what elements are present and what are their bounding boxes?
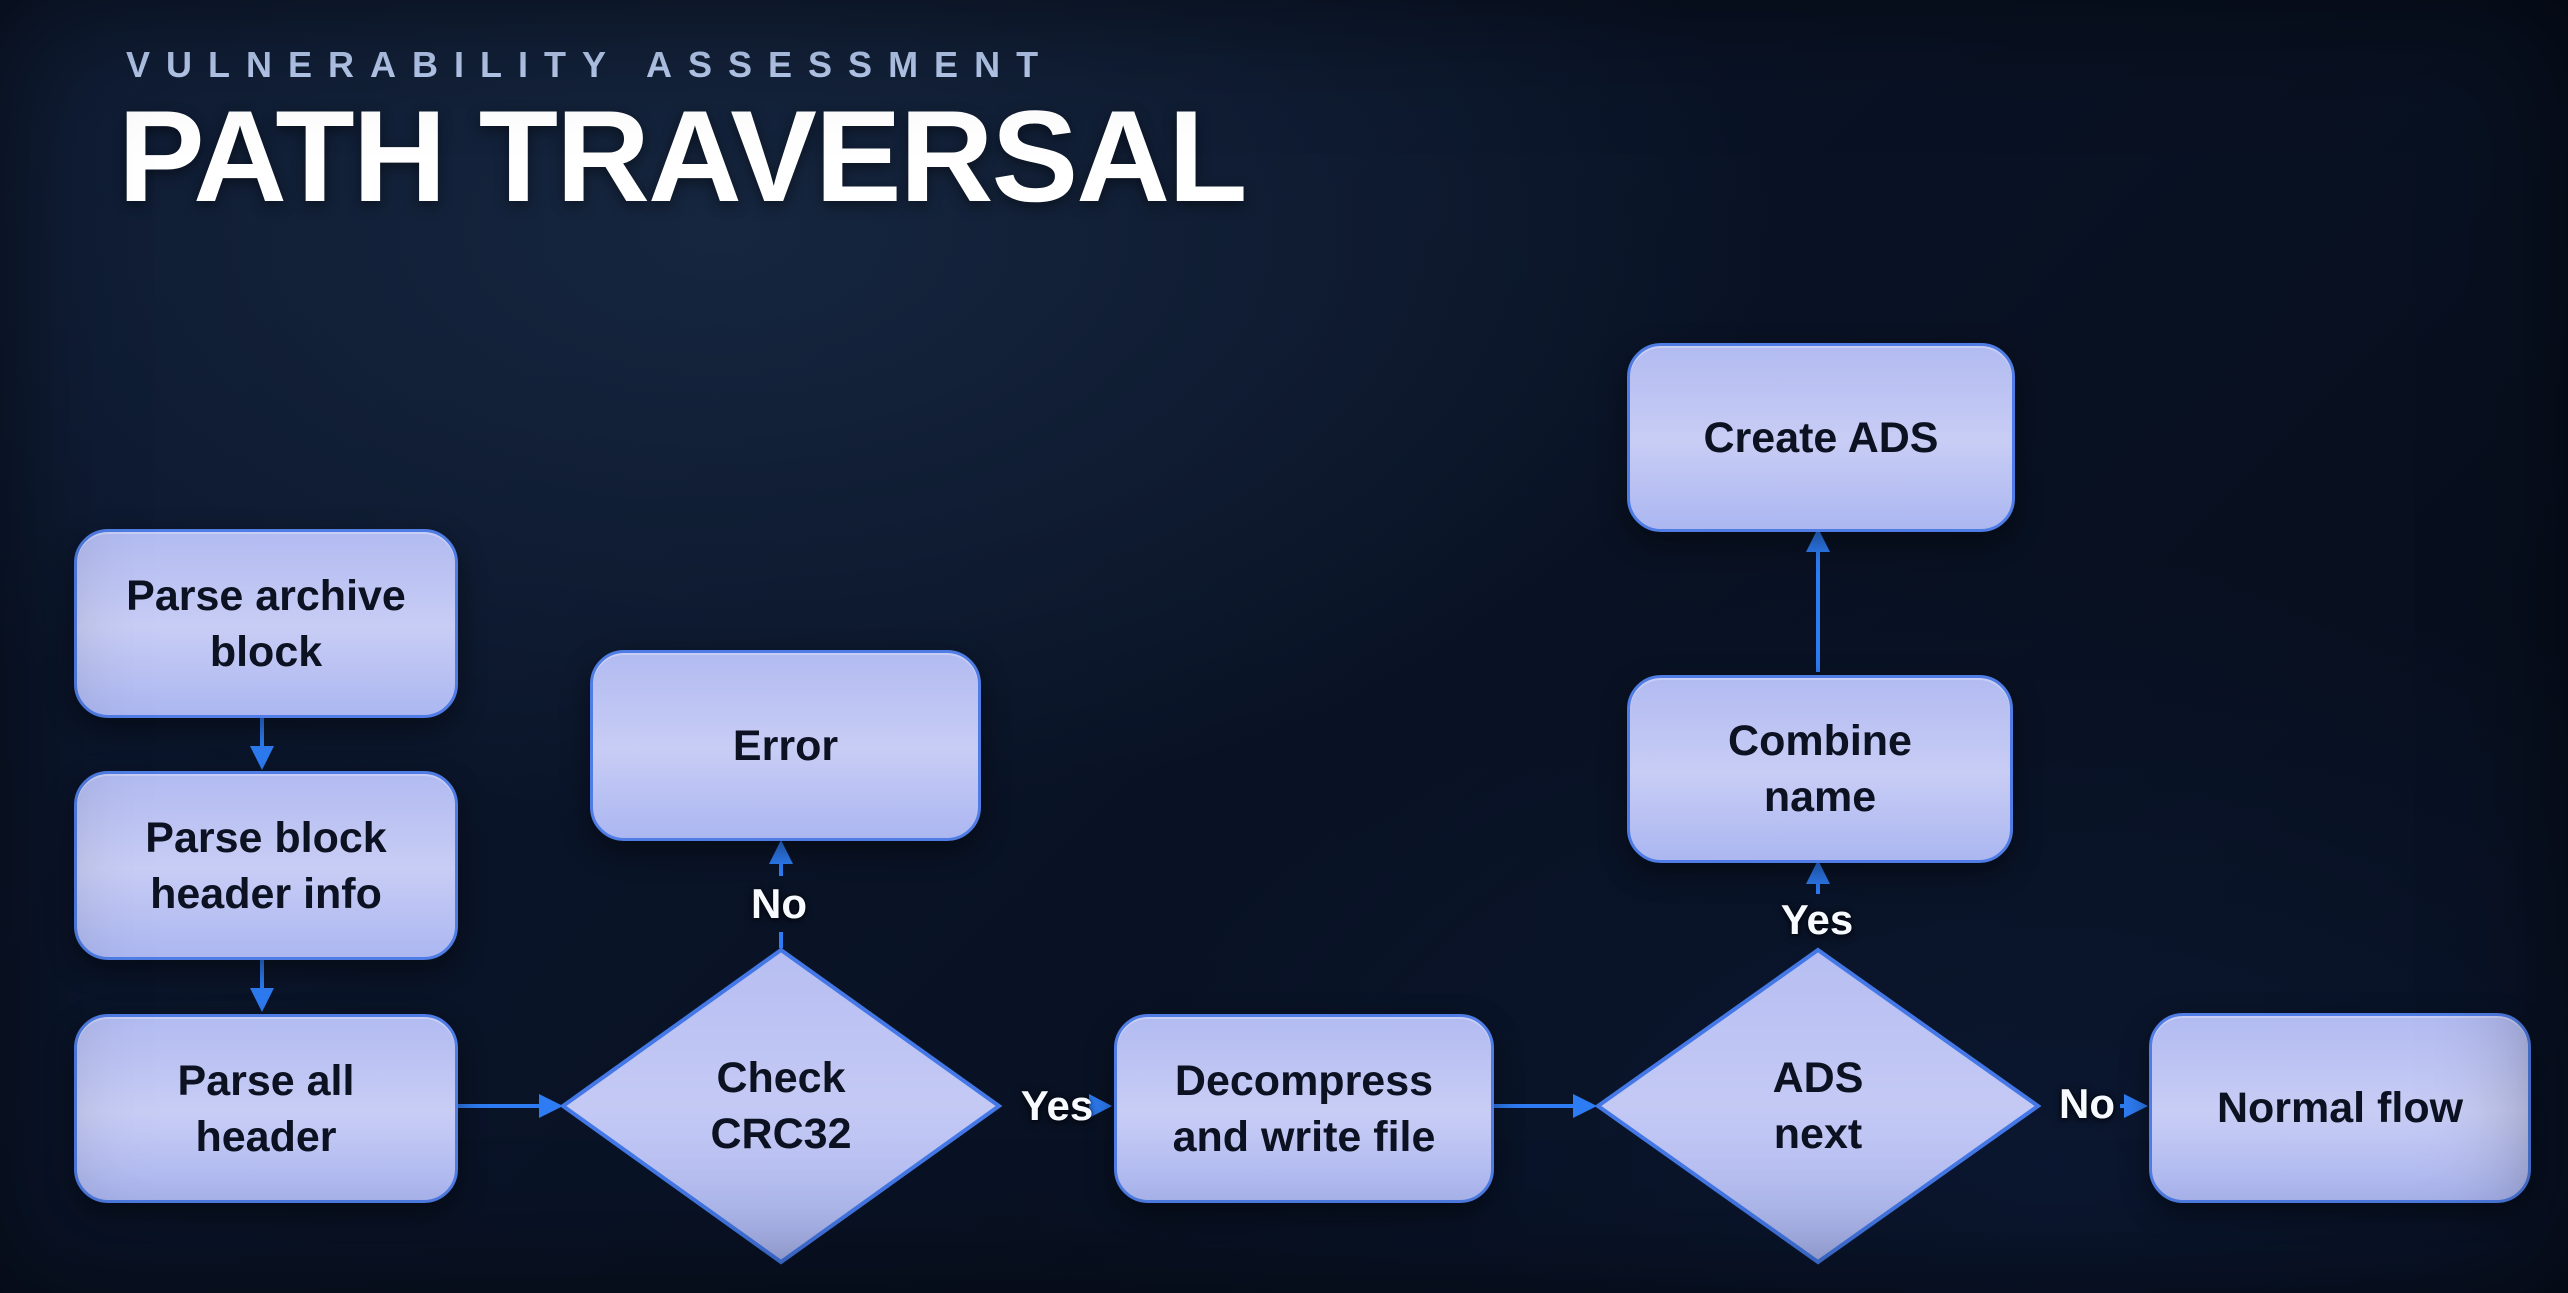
page-title: PATH TRAVERSAL — [118, 83, 1248, 229]
node-label-line: Parse block — [145, 813, 387, 862]
arrowhead — [250, 746, 274, 770]
arrowhead — [1089, 1094, 1112, 1118]
node-label-line: CRC32 — [710, 1110, 852, 1158]
node-label-line: block — [209, 627, 323, 676]
node-label-line: Decompress — [1174, 1056, 1434, 1105]
node-label-line: header info — [150, 869, 382, 918]
node-label-line: Check — [716, 1054, 846, 1102]
node-label-line: Create ADS — [1703, 413, 1939, 462]
node-label-line: and write file — [1172, 1112, 1436, 1161]
arrowhead — [539, 1094, 563, 1118]
diamond-ads-next-shape — [1594, 947, 2042, 1265]
node-label-line: ADS — [1772, 1054, 1864, 1102]
node-label-line: Parse archive — [126, 571, 406, 620]
node-parse-block-header-info: Parse block header info — [74, 771, 458, 960]
node-check-crc32-label: Check CRC32 — [711, 1050, 852, 1162]
arrowhead — [1806, 860, 1830, 884]
node-parse-archive-block: Parse archive block — [74, 529, 458, 718]
arrowhead — [769, 840, 793, 864]
edge-label-ads-no: No — [2059, 1080, 2115, 1127]
node-combine-name: Combine name — [1627, 675, 2013, 863]
node-label-line: Combine — [1728, 717, 1912, 765]
node-ads-next-label: ADS next — [1773, 1050, 1864, 1162]
node-normal-flow: Normal flow — [2149, 1013, 2531, 1203]
node-label-line: Normal flow — [2216, 1084, 2464, 1132]
arrowhead — [250, 988, 274, 1012]
slide-eyebrow: VULNERABILITY ASSESSMENT — [126, 44, 1055, 85]
node-parse-all-header: Parse all header — [74, 1014, 458, 1203]
diamond-check-crc32-shape — [559, 947, 1003, 1265]
arrowhead — [1806, 528, 1830, 552]
arrowhead — [1573, 1094, 1597, 1118]
edge-label-crc32-no: No — [751, 880, 807, 927]
edge-label-crc32-yes: Yes — [1020, 1082, 1094, 1129]
edge-label-ads-yes: Yes — [1780, 896, 1854, 943]
arrowhead — [2124, 1094, 2148, 1118]
node-label-line: next — [1773, 1110, 1863, 1158]
node-label-line: header — [195, 1112, 337, 1161]
node-label-line: Parse all — [177, 1056, 355, 1105]
node-error: Error — [590, 650, 981, 841]
node-create-ads: Create ADS — [1627, 343, 2015, 532]
node-decompress-and-write-file: Decompress and write file — [1114, 1014, 1494, 1203]
node-label-line: name — [1763, 773, 1877, 821]
node-label-line: Error — [732, 721, 839, 770]
